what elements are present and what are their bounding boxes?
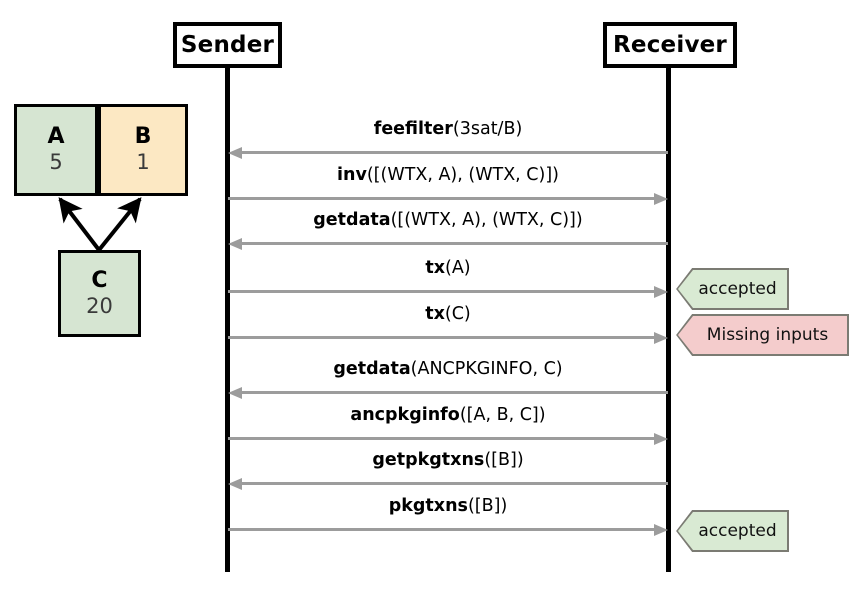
message-arrow-getdata-wtx [228, 238, 668, 250]
message-row-pkgtxns: pkgtxns([B]) [228, 495, 668, 541]
transaction-box-a: A 5 [14, 104, 98, 196]
message-arrow-tx-a [228, 286, 668, 298]
message-args-ancpkginfo: ([A, B, C]) [459, 405, 546, 425]
message-command-getdata-ancpkginfo: getdata [333, 359, 411, 379]
message-label-getdata-wtx: getdata([(WTX, A), (WTX, C)]) [228, 209, 668, 231]
status-badge-pkgtxns-accepted: accepted [676, 510, 789, 552]
message-args-inv: ([(WTX, A), (WTX, C)]) [366, 165, 560, 185]
transaction-box-b: B 1 [98, 104, 188, 196]
message-args-feefilter: (3sat/B) [452, 119, 523, 139]
arrow-shaft [238, 391, 668, 394]
actor-receiver: Receiver [603, 22, 737, 68]
message-command-inv: inv [336, 165, 367, 185]
message-arrow-inv [228, 193, 668, 205]
message-row-getpkgtxns: getpkgtxns([B]) [228, 449, 668, 495]
message-label-pkgtxns: pkgtxns([B]) [228, 495, 668, 517]
message-label-feefilter: feefilter(3sat/B) [228, 118, 668, 140]
lifeline-receiver [666, 66, 671, 572]
transaction-box-c: C 20 [58, 250, 141, 337]
arrow-shaft [238, 482, 668, 485]
arrowhead-left-icon [228, 147, 242, 159]
status-badge-label: accepted [698, 521, 777, 541]
badge-fill-shape [678, 270, 787, 308]
arrowhead-left-icon [228, 238, 242, 250]
lifeline-sender [225, 66, 230, 572]
message-arrow-tx-c [228, 332, 668, 344]
dependency-arrow-c-to-a [58, 197, 101, 252]
message-args-tx-c: (C) [444, 304, 471, 324]
message-args-getdata-wtx: ([(WTX, A), (WTX, C)]) [390, 210, 583, 230]
message-row-getdata-wtx: getdata([(WTX, A), (WTX, C)]) [228, 209, 668, 255]
arrowhead-left-icon [228, 387, 242, 399]
message-command-getdata-wtx: getdata [313, 210, 391, 230]
status-badge-label: accepted [698, 279, 777, 299]
actor-sender: Sender [173, 22, 282, 68]
message-row-tx-c: tx(C) [228, 303, 668, 349]
message-command-tx-c: tx [425, 304, 445, 324]
arrowhead-right-icon [654, 332, 668, 344]
message-row-tx-a: tx(A) [228, 257, 668, 303]
transaction-value-b: 1 [136, 150, 150, 175]
arrow-shaft [228, 528, 658, 531]
message-row-inv: inv([(WTX, A), (WTX, C)]) [228, 164, 668, 210]
message-command-ancpkginfo: ancpkginfo [350, 405, 460, 425]
transaction-value-c: 20 [86, 293, 113, 318]
transaction-name-c: C [91, 267, 108, 293]
message-arrow-getpkgtxns [228, 478, 668, 490]
dependency-arrow-c-to-b [97, 197, 142, 252]
arrowhead-left-icon [228, 478, 242, 490]
status-badge-tx-c-missing-inputs: Missing inputs [676, 314, 849, 356]
message-arrow-feefilter [228, 147, 668, 159]
message-command-pkgtxns: pkgtxns [388, 496, 468, 516]
status-badge-label: Missing inputs [706, 325, 829, 345]
message-args-pkgtxns: ([B]) [467, 496, 508, 516]
badge-fill-shape [678, 512, 787, 550]
message-args-getdata-ancpkginfo: (ANCPKGINFO, C) [410, 359, 563, 379]
arrow-shaft [228, 336, 658, 339]
arrow-shaft [238, 151, 668, 154]
transaction-value-a: 5 [49, 150, 63, 175]
message-args-tx-a: (A) [445, 258, 471, 278]
message-command-feefilter: feefilter [373, 119, 453, 139]
message-command-getpkgtxns: getpkgtxns [372, 450, 485, 470]
message-arrow-getdata-ancpkginfo [228, 387, 668, 399]
message-row-feefilter: feefilter(3sat/B) [228, 118, 668, 164]
transaction-name-a: A [47, 124, 65, 150]
arrowhead-right-icon [654, 524, 668, 536]
message-arrow-pkgtxns [228, 524, 668, 536]
message-label-ancpkginfo: ancpkginfo([A, B, C]) [228, 404, 668, 426]
message-row-getdata-ancpkginfo: getdata(ANCPKGINFO, C) [228, 358, 668, 404]
message-label-getdata-ancpkginfo: getdata(ANCPKGINFO, C) [228, 358, 668, 380]
message-command-tx-a: tx [425, 258, 445, 278]
arrowhead-right-icon [654, 286, 668, 298]
message-label-tx-a: tx(A) [228, 257, 668, 279]
badge-fill-shape [678, 316, 847, 354]
arrow-shaft [238, 242, 668, 245]
message-arrow-ancpkginfo [228, 433, 668, 445]
status-badge-tx-a-accepted: accepted [676, 268, 789, 310]
arrow-shaft [228, 197, 658, 200]
message-args-getpkgtxns: ([B]) [484, 450, 524, 470]
transaction-name-b: B [134, 124, 152, 150]
arrow-shaft [228, 290, 658, 293]
message-label-tx-c: tx(C) [228, 303, 668, 325]
message-row-ancpkginfo: ancpkginfo([A, B, C]) [228, 404, 668, 450]
message-label-getpkgtxns: getpkgtxns([B]) [228, 449, 668, 471]
arrow-shaft [228, 437, 658, 440]
arrowhead-right-icon [654, 193, 668, 205]
arrowhead-right-icon [654, 433, 668, 445]
message-label-inv: inv([(WTX, A), (WTX, C)]) [228, 164, 668, 186]
